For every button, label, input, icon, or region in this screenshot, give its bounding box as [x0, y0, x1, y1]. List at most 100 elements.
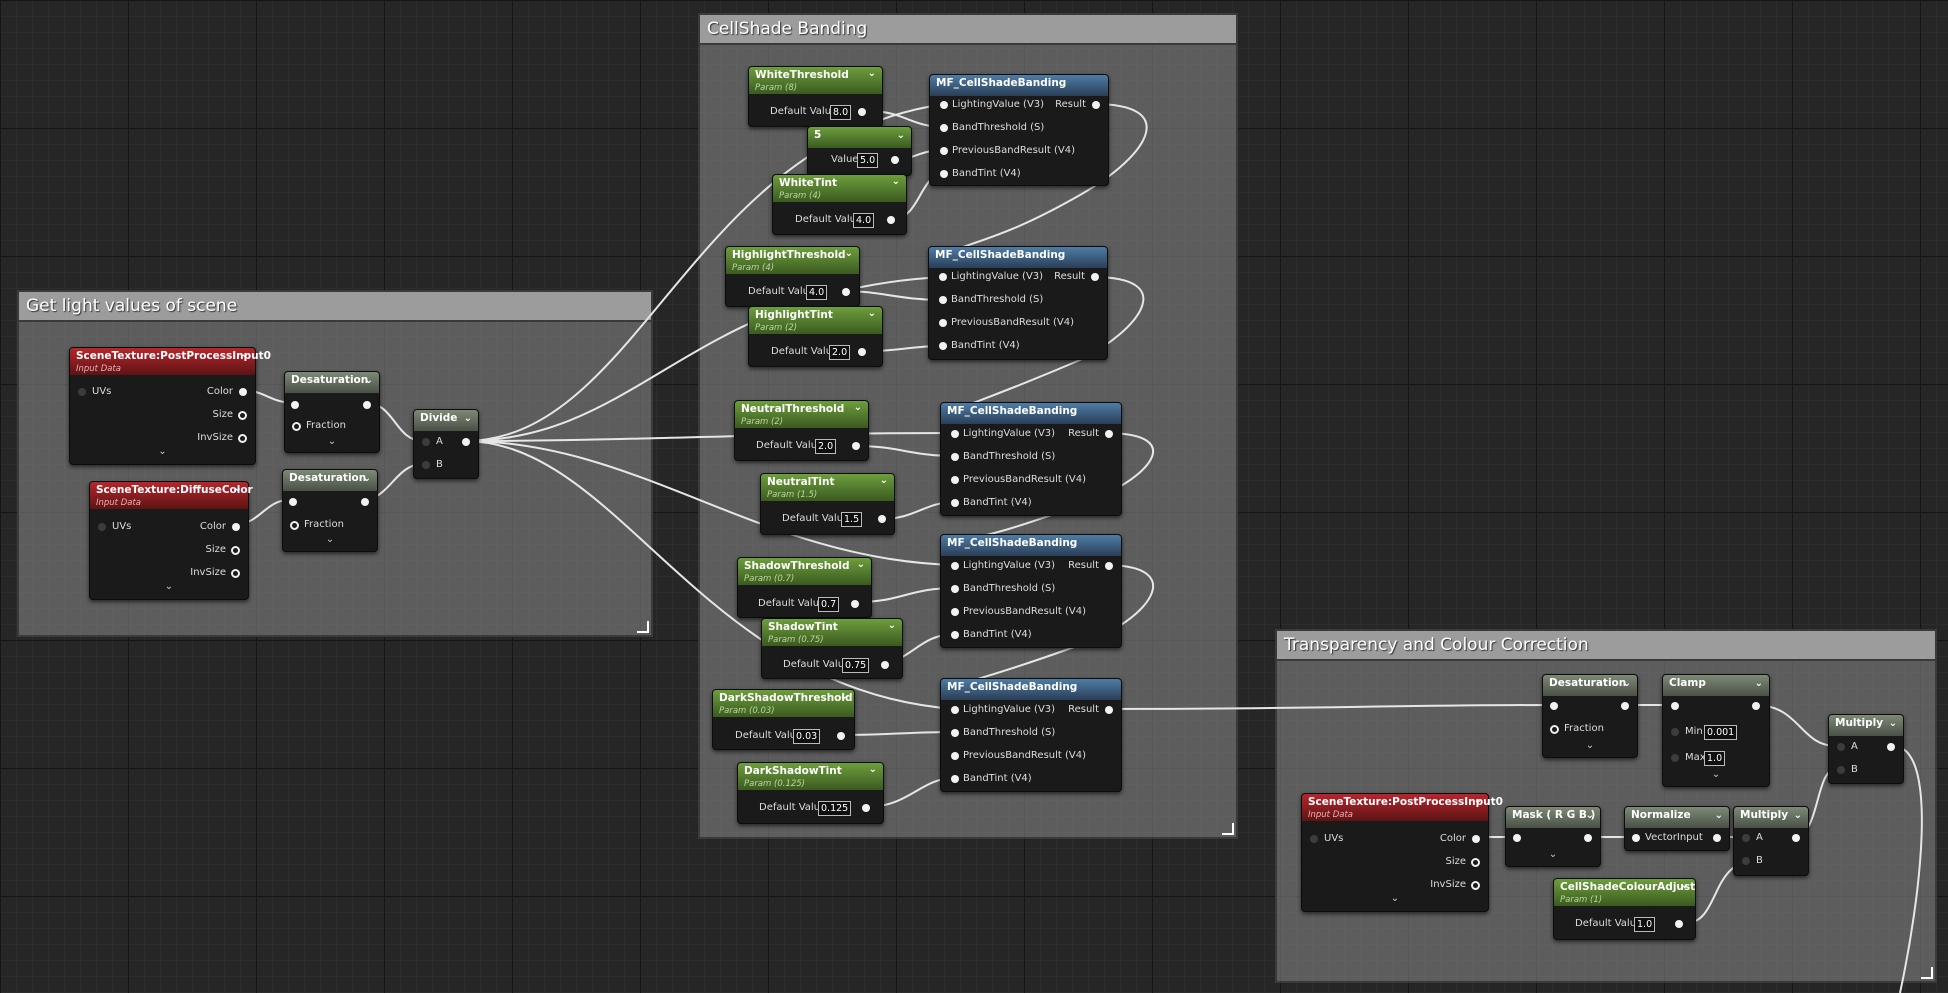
input-pin[interactable]	[1671, 702, 1679, 710]
tint-input-pin[interactable]	[939, 342, 947, 350]
color-output-pin[interactable]	[232, 523, 240, 531]
comment-title[interactable]: Get light values of scene	[19, 292, 651, 322]
output-pin[interactable]	[1584, 834, 1592, 842]
lighting-input-pin[interactable]	[951, 430, 959, 438]
a-input-pin[interactable]	[1742, 834, 1750, 842]
output-pin[interactable]	[851, 600, 859, 608]
a-input-pin[interactable]	[422, 438, 430, 446]
normalize-node[interactable]: Normalize⌄ VectorInput	[1624, 806, 1730, 851]
output-pin[interactable]	[1675, 920, 1683, 928]
clamp-node[interactable]: Clamp⌄ Min 0.001 Max 1.0 ⌄	[1662, 674, 1770, 787]
max-value-field[interactable]: 1.0	[1704, 751, 1726, 766]
resize-handle[interactable]	[637, 621, 649, 633]
mf-cellshade-banding-node-5[interactable]: MF_CellShadeBanding LightingValue (V3) R…	[940, 678, 1122, 792]
chevron-down-icon[interactable]: ⌄	[856, 559, 865, 570]
min-value-field[interactable]: 0.001	[1704, 725, 1738, 740]
desaturation-node[interactable]: Desaturation⌄ Fraction ⌄	[284, 371, 380, 453]
default-value-field[interactable]: 0.03	[793, 729, 821, 744]
output-pin[interactable]	[1752, 702, 1760, 710]
size-output-pin[interactable]	[1471, 858, 1480, 867]
result-output-pin[interactable]	[1105, 706, 1113, 714]
size-output-pin[interactable]	[231, 546, 240, 555]
output-pin[interactable]	[462, 438, 470, 446]
invsize-output-pin[interactable]	[238, 434, 247, 443]
a-input-pin[interactable]	[1837, 743, 1845, 751]
output-pin[interactable]	[858, 108, 866, 116]
chevron-down-icon[interactable]: ⌄	[1793, 810, 1802, 821]
chevron-down-icon[interactable]: ⌄	[1585, 740, 1595, 751]
chevron-down-icon[interactable]: ⌄	[1585, 810, 1594, 821]
chevron-down-icon[interactable]: ⌄	[853, 402, 862, 413]
output-pin[interactable]	[1792, 834, 1800, 842]
chevron-down-icon[interactable]: ⌄	[1473, 795, 1482, 806]
output-pin[interactable]	[842, 288, 850, 296]
default-value-field[interactable]: 4.0	[853, 213, 875, 228]
output-pin[interactable]	[837, 732, 845, 740]
default-value-field[interactable]: 1.5	[841, 512, 863, 527]
chevron-down-icon[interactable]: ⌄	[1711, 769, 1721, 780]
chevron-down-icon[interactable]: ⌄	[1754, 678, 1763, 689]
chevron-down-icon[interactable]: ⌄	[364, 375, 373, 386]
tint-input-pin[interactable]	[951, 499, 959, 507]
chevron-down-icon[interactable]: ⌄	[327, 436, 337, 447]
output-pin[interactable]	[881, 661, 889, 669]
default-value-field[interactable]: 4.0	[806, 285, 828, 300]
mf-cellshade-banding-node-3[interactable]: MF_CellShadeBanding LightingValue (V3) R…	[940, 402, 1122, 516]
divide-node[interactable]: Divide⌄ A B	[413, 409, 479, 479]
chevron-down-icon[interactable]: ⌄	[1680, 880, 1689, 891]
chevron-down-icon[interactable]: ⌄	[1390, 893, 1400, 904]
min-input-pin[interactable]	[1671, 728, 1679, 736]
lighting-input-pin[interactable]	[939, 273, 947, 281]
color-output-pin[interactable]	[239, 388, 247, 396]
default-value-field[interactable]: 8.0	[830, 105, 852, 120]
default-value-field[interactable]: 0.7	[818, 597, 840, 612]
comment-title[interactable]: Transparency and Colour Correction	[1277, 631, 1935, 661]
input-pin[interactable]	[291, 401, 299, 409]
chevron-down-icon[interactable]: ⌄	[879, 475, 888, 486]
chevron-down-icon[interactable]: ⌄	[839, 691, 848, 702]
chevron-down-icon[interactable]: ⌄	[158, 446, 167, 457]
chevron-down-icon[interactable]: ⌄	[867, 68, 876, 79]
resize-handle[interactable]	[1222, 823, 1234, 835]
mf-cellshade-banding-node-4[interactable]: MF_CellShadeBanding LightingValue (V3) R…	[940, 534, 1122, 648]
chevron-down-icon[interactable]: ⌄	[887, 620, 896, 631]
invsize-output-pin[interactable]	[1471, 881, 1480, 890]
desaturation-node[interactable]: Desaturation⌄ Fraction ⌄	[1542, 674, 1638, 758]
chevron-down-icon[interactable]: ⌄	[891, 176, 900, 187]
mask-rgb-node[interactable]: Mask ( R G B )⌄ ⌄	[1505, 806, 1601, 867]
vector-input-pin[interactable]	[1632, 834, 1640, 842]
fraction-pin[interactable]	[292, 422, 301, 431]
uvs-pin[interactable]	[98, 523, 106, 531]
color-output-pin[interactable]	[1472, 835, 1480, 843]
chevron-down-icon[interactable]: ⌄	[896, 130, 905, 141]
uvs-pin[interactable]	[1310, 835, 1318, 843]
output-pin[interactable]	[363, 401, 371, 409]
chevron-down-icon[interactable]: ⌄	[1714, 810, 1723, 821]
output-pin[interactable]	[878, 515, 886, 523]
multiply-node[interactable]: Multiply⌄ A B	[1733, 806, 1809, 876]
comment-title[interactable]: CellShade Banding	[700, 15, 1236, 45]
band-threshold-input-pin[interactable]	[951, 585, 959, 593]
fraction-pin[interactable]	[1550, 725, 1559, 734]
tint-input-pin[interactable]	[940, 170, 948, 178]
chevron-down-icon[interactable]: ⌄	[362, 473, 371, 484]
tint-input-pin[interactable]	[951, 775, 959, 783]
mf-cellshade-banding-node-1[interactable]: MF_CellShadeBanding LightingValue (V3) R…	[929, 74, 1109, 186]
result-output-pin[interactable]	[1105, 562, 1113, 570]
lighting-input-pin[interactable]	[940, 101, 948, 109]
uvs-pin[interactable]	[78, 388, 86, 396]
mf-cellshade-banding-node-2[interactable]: MF_CellShadeBanding LightingValue (V3) R…	[928, 246, 1108, 360]
chevron-down-icon[interactable]: ⌄	[868, 764, 877, 775]
output-pin[interactable]	[887, 216, 895, 224]
chevron-down-icon[interactable]: ⌄	[233, 483, 242, 494]
chevron-down-icon[interactable]: ⌄	[867, 308, 876, 319]
